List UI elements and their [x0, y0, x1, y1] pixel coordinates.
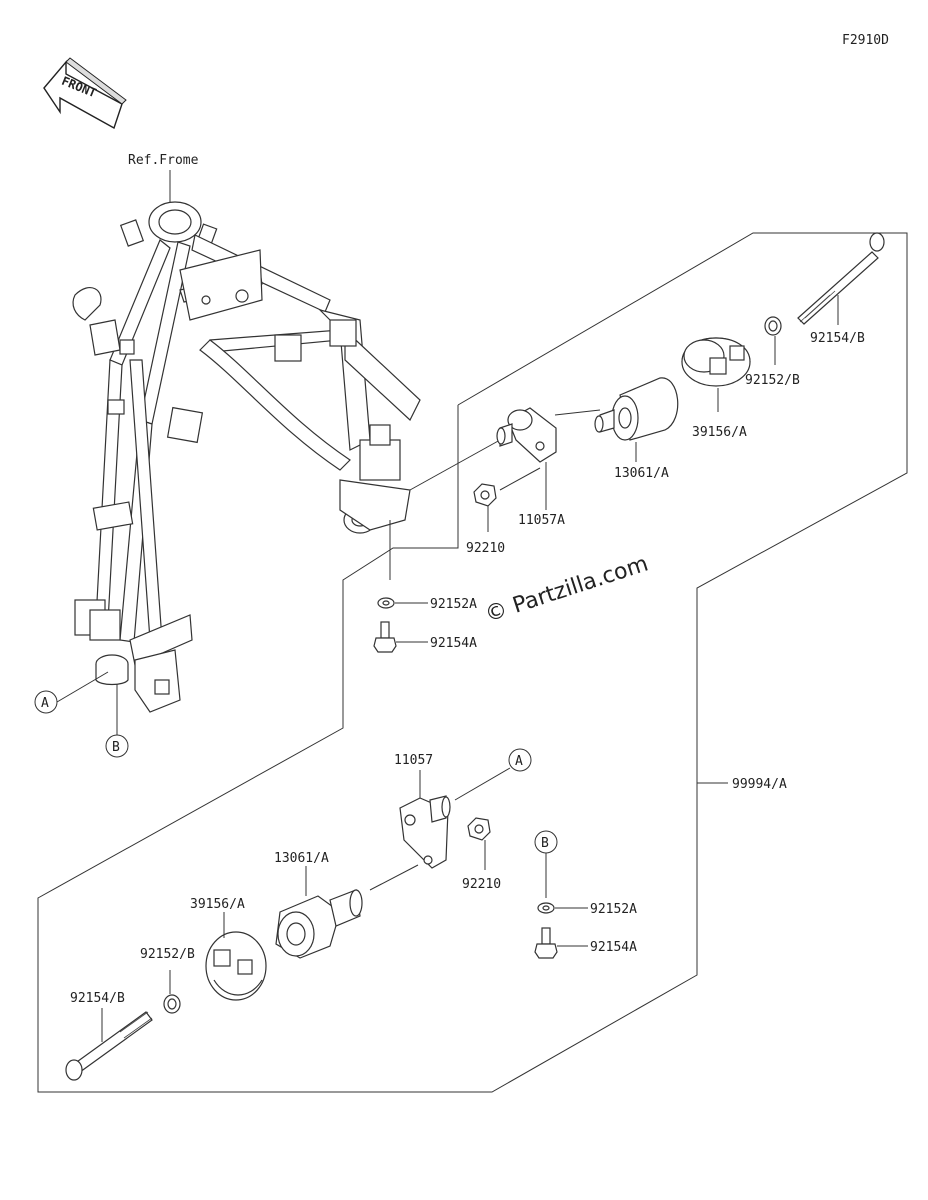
frame-callout-b: B: [105, 684, 129, 758]
lower-slider-13061a: [275, 889, 363, 959]
upper-axis-line: [409, 439, 501, 491]
ref-frame-label: Ref.Frome: [128, 153, 199, 168]
motorcycle-frame-illustration: [72, 201, 421, 713]
upper-bolt-92154a: [373, 621, 397, 653]
upper-label-13061a: 13061/A: [614, 466, 669, 481]
upper-bolt-92154b: [797, 232, 885, 325]
lower-label-39156a: 39156/A: [190, 897, 245, 912]
lower-bracket-11057: [399, 795, 451, 869]
lower-bolt-92154b: [65, 1011, 153, 1081]
lower-label-92152b: 92152/B: [140, 947, 195, 962]
frame-callout-a-text: A: [41, 696, 49, 711]
lower-bolt-92154a: [534, 927, 558, 959]
lower-callout-b-text: B: [541, 836, 549, 851]
kit-label: 99994/A: [732, 777, 787, 792]
upper-label-92152a: 92152A: [430, 597, 477, 612]
lower-label-92154a: 92154A: [590, 940, 637, 955]
lower-label-92210: 92210: [462, 877, 501, 892]
upper-nut-92210: [473, 483, 497, 507]
upper-cap-39156a: [681, 337, 751, 387]
lower-washer-92152a: [537, 902, 555, 914]
frame-callout-a: A: [34, 671, 109, 714]
lower-callout-b: B: [534, 830, 558, 898]
upper-label-92152b: 92152/B: [745, 373, 800, 388]
upper-slider-13061a: [594, 377, 679, 441]
upper-label-11057a: 11057A: [518, 513, 565, 528]
upper-bracket-11057a: [496, 407, 557, 463]
kit-boundary: [37, 232, 908, 1093]
lower-axis-line: [369, 864, 419, 891]
upper-label-92210: 92210: [466, 541, 505, 556]
upper-washer-92152a: [377, 597, 395, 609]
front-direction-arrow-icon: FRONT: [43, 57, 127, 130]
lower-washer-92152b: [163, 994, 181, 1014]
lower-label-92154b: 92154/B: [70, 991, 125, 1006]
lower-nut-92210: [467, 817, 491, 841]
watermark: © Partzilla.com: [482, 551, 651, 627]
lower-cap-39156a: [205, 931, 267, 1001]
upper-label-92154a: 92154A: [430, 636, 477, 651]
diagram-code: F2910D: [842, 33, 889, 48]
frame-callout-b-text: B: [112, 740, 120, 755]
lower-callout-a-text: A: [515, 754, 523, 769]
lower-label-92152a: 92152A: [590, 902, 637, 917]
upper-label-39156a: 39156/A: [692, 425, 747, 440]
lower-callout-a: A: [454, 748, 532, 801]
upper-axis-line-2: [554, 409, 601, 416]
upper-label-92154b: 92154/B: [810, 331, 865, 346]
lower-label-11057: 11057: [394, 753, 433, 768]
upper-axis-line-3: [499, 467, 541, 491]
lower-label-13061a: 13061/A: [274, 851, 329, 866]
upper-washer-92152b: [764, 316, 782, 336]
